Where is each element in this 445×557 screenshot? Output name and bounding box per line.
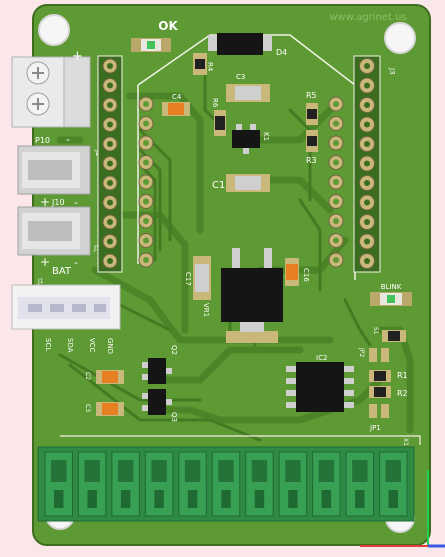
connector-p10: [17, 145, 91, 195]
label-q3: Q3: [170, 412, 178, 422]
capacitor-c1: [226, 174, 270, 192]
label-k1: K1: [262, 132, 270, 141]
label-r4: R4: [206, 62, 214, 72]
header-right-pins: [359, 58, 375, 269]
plus-sign: +: [72, 49, 83, 64]
mounting-hole: [38, 14, 70, 46]
connector-j1: [11, 284, 121, 330]
minus-sign: -: [66, 133, 70, 146]
label-p10: P10: [35, 136, 50, 145]
axis-gizmo: [360, 470, 445, 548]
label-r3: R3: [306, 156, 317, 165]
label-s1: S1: [372, 327, 379, 335]
resistor-s1: [382, 330, 406, 342]
module-left-pins: [138, 96, 154, 268]
jumper-jp1: [369, 404, 389, 418]
label-q2: Q2: [170, 345, 178, 355]
plus-sign: +: [40, 255, 50, 269]
label-c2: C2: [84, 372, 91, 380]
resistor-r1: [369, 370, 391, 382]
terminal-slots: [44, 451, 408, 517]
ok-led: [131, 38, 171, 52]
blink-label: BLINK: [381, 283, 402, 291]
terminal-outline: [60, 435, 421, 445]
blink-led: [370, 292, 412, 306]
screw-terminal-top: [11, 56, 91, 128]
label-j5: J5: [93, 244, 101, 252]
mounting-hole: [384, 22, 416, 54]
label-r6: R6: [211, 98, 219, 108]
watermark-url: www.agrinet.us: [329, 12, 406, 23]
capacitor-c16: [285, 258, 299, 286]
resistor-r6: [214, 110, 226, 136]
jumper-jp2: [369, 348, 389, 362]
label-bat: BAT: [52, 266, 72, 277]
label-jp2: JP2: [358, 347, 365, 357]
module-right-pins: [328, 96, 344, 268]
label-r1: R1: [397, 371, 408, 380]
header-left-pins: [102, 58, 118, 269]
resistor-r2: [369, 386, 391, 398]
capacitor-c3: [96, 402, 124, 416]
capacitor-c17: [193, 256, 211, 300]
label-j3: J3: [388, 67, 396, 75]
transistor-q2: [142, 358, 172, 384]
resistor-r3: [306, 130, 318, 152]
pin-label-vcc: VCC: [88, 338, 96, 353]
label-vr1: VR1: [202, 303, 210, 317]
pin-label-scl: SCL: [44, 338, 52, 351]
plus-sign: +: [40, 195, 50, 209]
diode-d4: [208, 33, 272, 55]
label-c4: C4: [172, 93, 182, 101]
minus-sign: -: [74, 256, 78, 269]
label-x1: X1: [402, 438, 409, 446]
ok-label: OK: [158, 19, 178, 33]
label-ic2: IC2: [316, 354, 327, 362]
label-c3-top: C3: [236, 73, 245, 81]
label-j1: J1: [37, 278, 44, 285]
resistor-r5: [306, 103, 318, 125]
label-r2: R2: [397, 389, 408, 398]
ic-ic2: [286, 362, 354, 412]
label-c17: C17: [184, 272, 192, 286]
capacitor-c4: [162, 102, 190, 116]
transistor-k1: [232, 124, 260, 154]
label-r5: R5: [306, 91, 317, 100]
label-c1: C1: [212, 180, 225, 191]
resistor-r4: [193, 53, 207, 75]
pin-label-gnd: GND: [106, 338, 114, 354]
capacitor-c2: [96, 370, 124, 384]
regulator-vr1: [221, 248, 283, 343]
label-d4: D4: [276, 48, 287, 57]
label-c3: C3: [84, 404, 91, 412]
label-j10: J10: [51, 198, 65, 207]
capacitor-c3-top: [226, 84, 270, 102]
minus-sign: -: [74, 196, 78, 209]
label-jp1: JP1: [369, 424, 381, 432]
pin-label-sda: SDA: [66, 338, 74, 353]
label-c16: C16: [302, 268, 310, 282]
transistor-q3: [142, 389, 172, 415]
connector-j10: [17, 206, 91, 256]
